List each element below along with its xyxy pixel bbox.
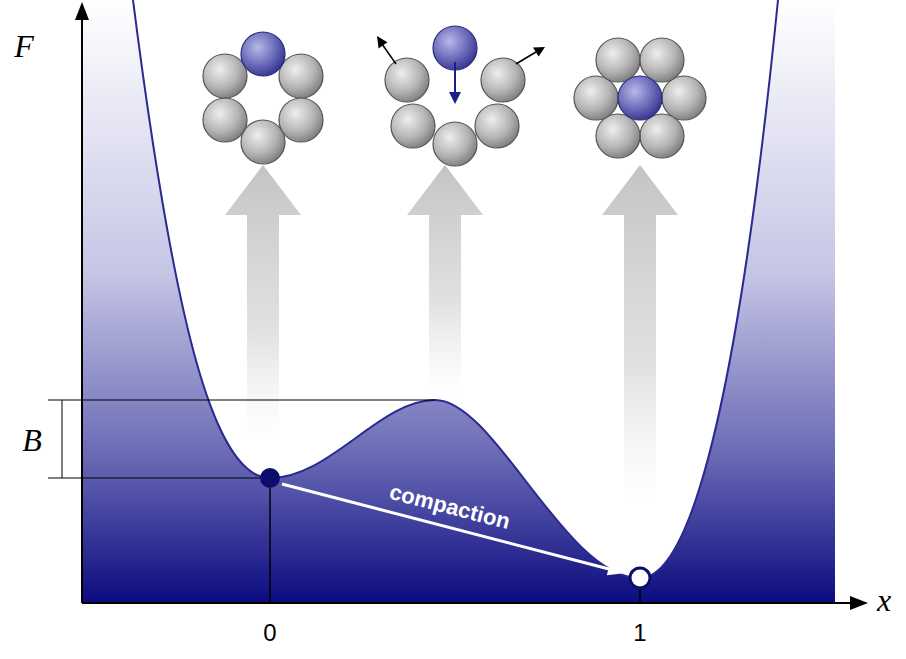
- y-axis: [81, 16, 83, 603]
- barrier-bracket: [62, 400, 63, 478]
- gray-particle: [596, 38, 640, 82]
- drop-line: [269, 488, 271, 603]
- tick-label: 1: [633, 621, 646, 645]
- gray-particle: [203, 54, 247, 98]
- barrier-label: B: [22, 424, 42, 456]
- gray-particle: [433, 122, 477, 166]
- motion-arrowhead: [449, 92, 461, 104]
- gray-particle: [279, 98, 323, 142]
- blue-particle: [241, 32, 285, 76]
- axis-label: F: [14, 30, 34, 62]
- axis-arrowhead: [850, 596, 868, 610]
- motion-arrow: [454, 62, 456, 94]
- particle-ring: [574, 38, 706, 158]
- axis-label: x: [877, 584, 891, 616]
- gray-particle: [385, 58, 429, 102]
- particle-ring: [203, 32, 323, 164]
- state-dot: [260, 468, 280, 488]
- motion-arrowhead: [533, 47, 545, 57]
- gray-particle: [640, 114, 684, 158]
- motion-arrow: [382, 44, 396, 64]
- blue-particle: [618, 76, 662, 120]
- motion-arrow: [516, 52, 536, 64]
- arrow-label: compaction: [387, 481, 512, 533]
- drop-line: [639, 588, 641, 603]
- gray-particle: [481, 58, 525, 102]
- particle-ring: [385, 26, 525, 166]
- compaction-arrowhead: [607, 562, 626, 576]
- gray-particle: [662, 76, 706, 120]
- gray-particle: [596, 114, 640, 158]
- gray-particle: [241, 120, 285, 164]
- gray-particle: [574, 76, 618, 120]
- axis-arrowhead: [75, 2, 89, 20]
- motion-arrowhead: [377, 36, 387, 48]
- state-arrow: [602, 165, 678, 500]
- gray-particle: [640, 38, 684, 82]
- state-dot: [630, 568, 650, 588]
- gray-particle: [203, 98, 247, 142]
- energy-fill: [82, 0, 835, 603]
- tick-label: 0: [263, 621, 276, 645]
- level-line: [48, 400, 435, 401]
- gray-particle: [279, 54, 323, 98]
- gray-particle: [475, 104, 519, 148]
- x-axis: [82, 602, 854, 604]
- state-arrow: [407, 165, 483, 395]
- energy-curve: [133, 0, 778, 578]
- gray-particle: [391, 104, 435, 148]
- state-arrow: [225, 165, 301, 440]
